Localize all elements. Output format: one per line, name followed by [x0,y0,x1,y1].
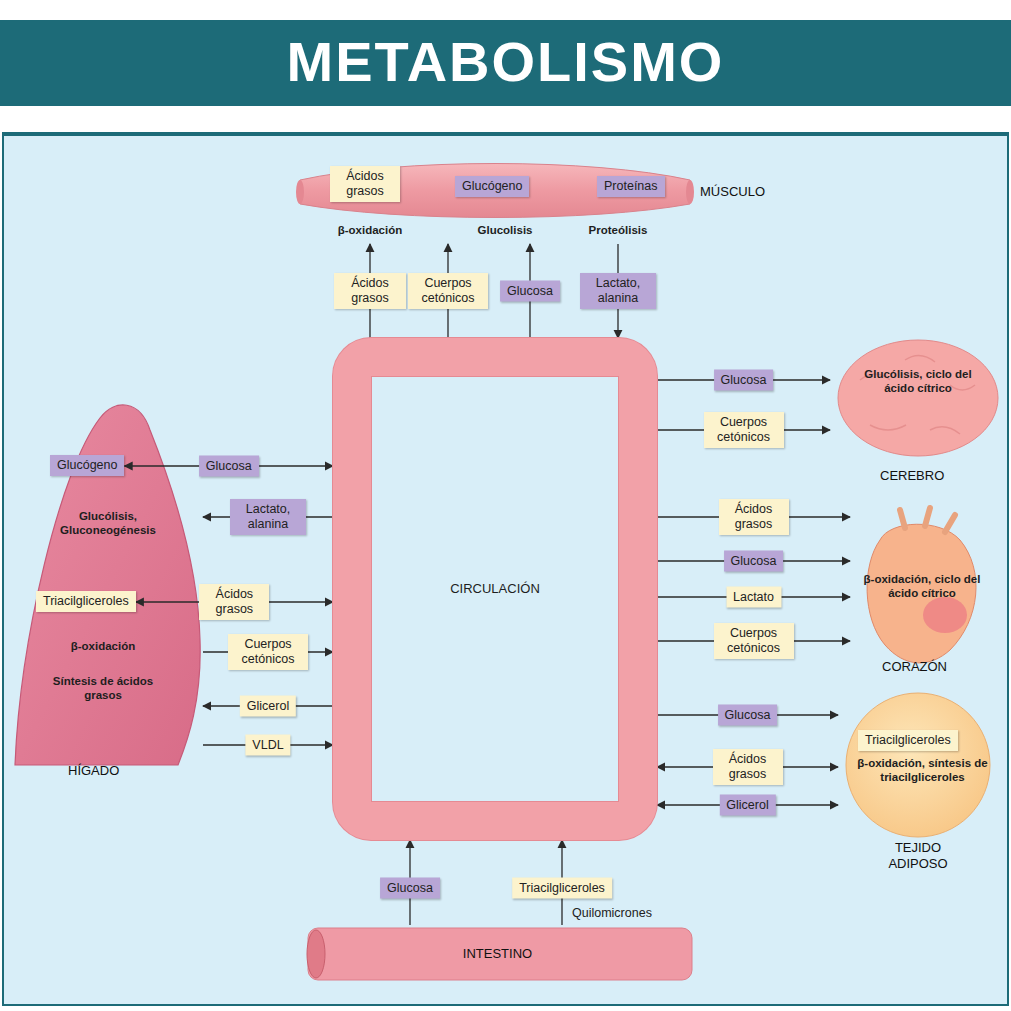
metabolite-label: Cuerpos cetónicos [408,273,488,309]
brain-folds [860,355,975,434]
process-text: β-oxidación [48,640,158,654]
metabolite-label: Triacilgliceroles [512,878,612,899]
box-text: Proteínas [604,179,658,194]
metabolite-label: Ácidos grasos [719,499,789,535]
metabolite-label: Ácidos grasos [713,749,783,785]
process-text: Glucólisis, Gluconeogénesis [53,510,163,538]
organ-name: CORAZÓN [882,659,947,675]
box-text: Glucógeno [57,458,117,473]
metabolite-label: Glucosa [199,456,259,477]
organ-muscle: MÚSCULO β-oxidación Glucolisis Proteólisis Á… [290,160,800,244]
organ-name: INTESTINO [300,946,695,962]
metabolite-label: Glucosa [724,551,784,572]
muscle-end [296,180,304,204]
metabolite-label: Cuerpos cetónicos [714,623,794,659]
box-text: Triacilgliceroles [43,594,129,609]
organ-name: TEJIDO ADIPOSO [878,840,958,871]
heart-muscle [923,597,967,633]
page-title: METABOLISMO [0,26,1011,98]
process-text: β-oxidación [320,224,420,238]
circulation-ring: CIRCULACIÓN [333,338,657,840]
metabolite-label: Glucosa [500,281,560,302]
metabolite-label: Lactato, alanina [230,499,306,535]
metabolite-box: Proteínas [597,176,665,197]
metabolite-box: Ácidos grasos [330,166,400,202]
metabolite-label: VLDL [245,735,290,756]
process-text: β-oxidación, síntesis de triacilglicerol… [850,757,995,785]
metabolite-label: Glicerol [719,795,775,816]
brain-shape [838,340,998,456]
muscle-end [686,180,694,204]
metabolite-label: Lactato [726,587,781,608]
organ-adipose: TEJIDO ADIPOSO β-oxidación, síntesis de t… [838,690,1003,872]
heart-vessels [900,508,955,532]
metabolite-label: Ácidos grasos [334,273,406,309]
process-text: Glucólisis, ciclo del ácido cítrico [858,368,978,396]
box-text: Triacilgliceroles [865,733,951,748]
box-text: Glucógeno [462,179,522,194]
organ-name: CEREBRO [880,468,944,484]
muscle-shape [300,164,690,218]
metabolite-label: Lactato, alanina [580,273,656,309]
process-text: Síntesis de ácidos grasos [43,675,163,703]
metabolite-box: Triacilgliceroles [858,730,958,751]
metabolite-box: Glucógeno [50,455,124,476]
organ-name: HÍGADO [68,763,119,779]
metabolite-label: Cuerpos cetónicos [704,412,784,448]
box-text: Ácidos grasos [337,169,393,199]
process-text: Glucolisis [455,224,555,238]
organ-brain: CEREBRO Glucólisis, ciclo del ácido cítri… [830,340,1000,488]
metabolite-box: Glucógeno [455,176,529,197]
intestine-lumen [307,930,325,978]
organ-intestine: INTESTINO [300,925,695,983]
organ-name: MÚSCULO [700,184,765,200]
metabolite-label: Glucosa [380,878,440,899]
metabolite-label: Glicerol [240,696,296,717]
circulation-label: CIRCULACIÓN [371,581,619,597]
organ-liver: HÍGADO Glucólisis, Gluconeogénesis β-oxida… [8,405,203,780]
metabolite-label: Glucosa [718,705,778,726]
vessel-note: Quilomicrones [572,906,652,921]
liver-shape [15,405,200,765]
metabolite-label: Ácidos grasos [199,584,269,620]
metabolite-label: Cuerpos cetónicos [228,634,308,670]
metabolite-label: Glucosa [714,370,774,391]
metabolite-box: Triacilgliceroles [36,591,136,612]
process-text: β-oxidación, ciclo del ácido cítrico [858,573,986,601]
process-text: Proteólisis [568,224,668,238]
organ-heart: CORAZÓN β-oxidación, ciclo del ácido cítr… [850,505,990,677]
